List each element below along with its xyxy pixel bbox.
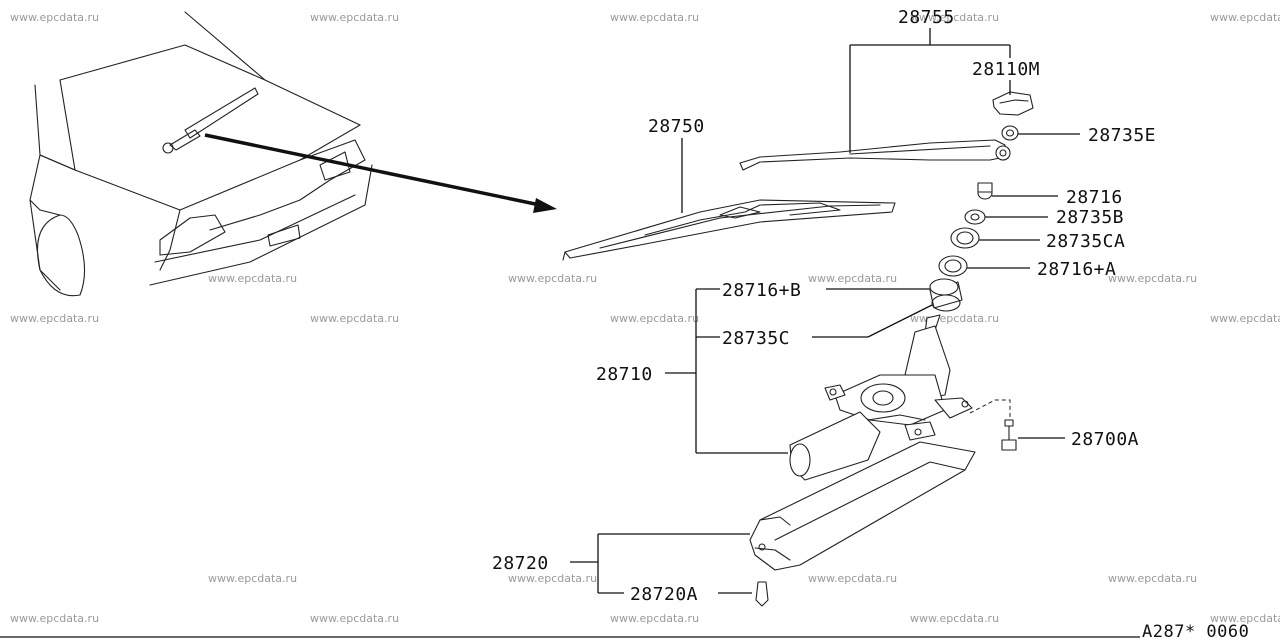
- watermark: www.epcdata.ru: [10, 11, 99, 24]
- watermark: www.epcdata.ru: [610, 612, 699, 625]
- part-labels: 28755 28110M 28735E 28750 28716 28735B 2…: [492, 7, 1249, 640]
- wiper-blade-drawing: [562, 199, 896, 261]
- label-28716b: 28716+B: [722, 280, 801, 301]
- watermark-layer: www.epcdata.ru www.epcdata.ru www.epcdat…: [10, 11, 1280, 625]
- watermark: www.epcdata.ru: [310, 312, 399, 325]
- watermark: www.epcdata.ru: [910, 312, 999, 325]
- label-28755: 28755: [898, 7, 955, 28]
- label-28716a: 28716+A: [1037, 259, 1116, 280]
- watermark: www.epcdata.ru: [1108, 572, 1197, 585]
- watermark: www.epcdata.ru: [610, 312, 699, 325]
- pointer-arrow: [204, 133, 557, 213]
- label-28720a: 28720A: [630, 584, 698, 605]
- watermark: www.epcdata.ru: [10, 612, 99, 625]
- label-28750: 28750: [648, 116, 705, 137]
- clip-drawing: [755, 581, 769, 607]
- bracket-drawing: [749, 441, 976, 571]
- watermark: www.epcdata.ru: [1108, 272, 1197, 285]
- watermark: www.epcdata.ru: [508, 572, 597, 585]
- watermark: www.epcdata.ru: [10, 312, 99, 325]
- label-28110m: 28110M: [972, 59, 1040, 80]
- watermark: www.epcdata.ru: [208, 272, 297, 285]
- leader-lines: [570, 28, 1080, 594]
- label-28735b: 28735B: [1056, 207, 1124, 228]
- wiper-motor-drawing: [789, 314, 973, 481]
- car-rear-illustration: [29, 11, 373, 297]
- label-28735ca: 28735CA: [1046, 231, 1125, 252]
- watermark: www.epcdata.ru: [310, 612, 399, 625]
- diagram-code: A287* 0060: [1142, 622, 1249, 640]
- label-28720: 28720: [492, 553, 549, 574]
- washers-nuts-drawing: [929, 125, 1019, 312]
- watermark: www.epcdata.ru: [1210, 612, 1280, 625]
- watermark: www.epcdata.ru: [208, 572, 297, 585]
- label-28735c: 28735C: [722, 328, 790, 349]
- watermark: www.epcdata.ru: [1210, 11, 1280, 24]
- pivot-cover-drawing: [992, 91, 1034, 116]
- label-28716: 28716: [1066, 187, 1123, 208]
- label-28700a: 28700A: [1071, 429, 1139, 450]
- wiper-arm-drawing: [739, 139, 1011, 171]
- watermark: www.epcdata.ru: [1210, 312, 1280, 325]
- watermark: www.epcdata.ru: [808, 272, 897, 285]
- label-28710: 28710: [596, 364, 653, 385]
- watermark: www.epcdata.ru: [310, 11, 399, 24]
- watermark: www.epcdata.ru: [910, 11, 999, 24]
- label-28735e: 28735E: [1088, 125, 1156, 146]
- watermark: www.epcdata.ru: [808, 572, 897, 585]
- watermark: www.epcdata.ru: [508, 272, 597, 285]
- watermark: www.epcdata.ru: [910, 612, 999, 625]
- watermark: www.epcdata.ru: [610, 11, 699, 24]
- bolt-drawing: [969, 399, 1017, 451]
